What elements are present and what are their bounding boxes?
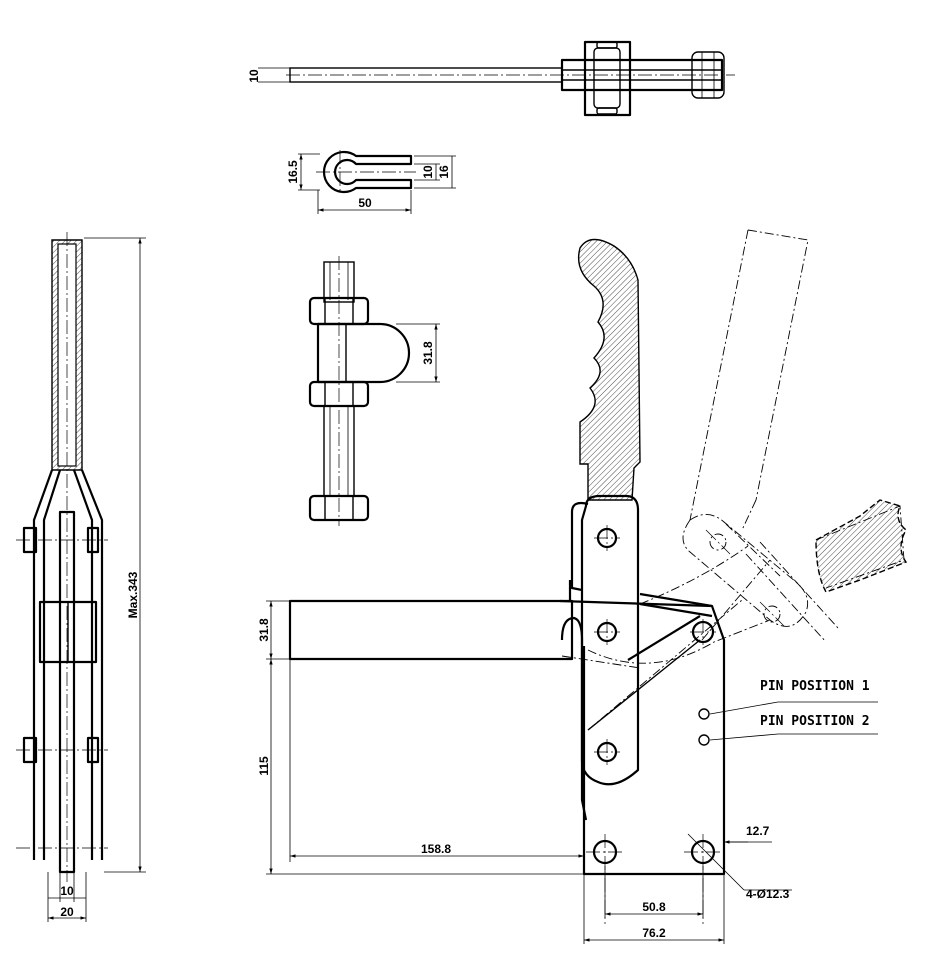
side-view bbox=[16, 232, 146, 922]
dim-washer-height: 16.5 bbox=[286, 160, 300, 184]
dim-side-inner-width: 10 bbox=[60, 884, 74, 898]
dim-bar-clearance: 115 bbox=[257, 756, 271, 776]
top-view bbox=[258, 40, 735, 117]
dim-washer-slot: 10 bbox=[421, 165, 435, 179]
front-view bbox=[266, 229, 908, 944]
dim-spindle-height: 31.8 bbox=[421, 341, 435, 365]
dim-base-width: 76.2 bbox=[642, 926, 666, 940]
dim-hole-offset: 12.7 bbox=[746, 824, 770, 838]
pin-position-1-label: PIN POSITION 1 bbox=[760, 679, 870, 694]
spindle-view bbox=[308, 256, 440, 526]
dim-washer-width: 16 bbox=[437, 165, 451, 179]
dim-side-max-height: Max.343 bbox=[126, 571, 140, 618]
dim-bar-reach: 158.8 bbox=[421, 842, 451, 856]
washer-view bbox=[298, 150, 456, 214]
dim-top-rod-thickness: 10 bbox=[247, 69, 261, 83]
dim-bar-height: 31.8 bbox=[257, 618, 271, 642]
dim-hole-spacing: 50.8 bbox=[642, 900, 666, 914]
dim-side-outer-width: 20 bbox=[60, 905, 74, 919]
dim-washer-length: 50 bbox=[358, 196, 372, 210]
dim-hole-callout: 4-Ø12.3 bbox=[746, 887, 790, 901]
pin-position-2-label: PIN POSITION 2 bbox=[760, 714, 870, 729]
